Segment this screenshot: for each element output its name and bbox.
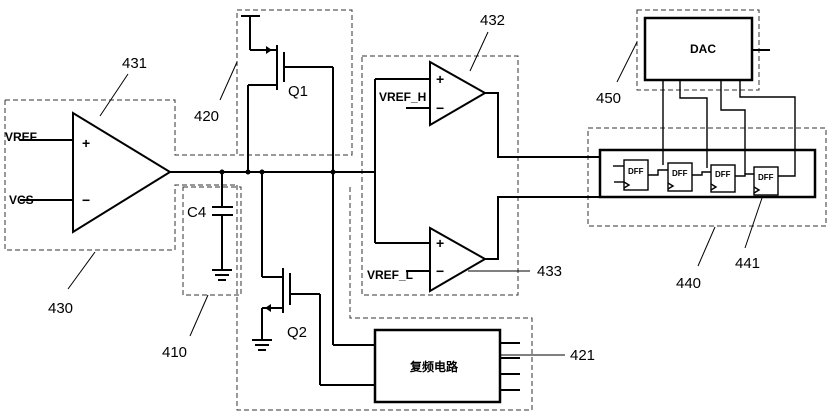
svg-text:DFF: DFF: [628, 167, 644, 176]
dac-bit-4: [739, 80, 796, 177]
dff-4: DFF: [753, 166, 779, 196]
comparator-432: [429, 60, 488, 127]
signal-vref-l: VREF_L: [367, 268, 413, 282]
dac-label: DAC: [690, 42, 716, 56]
comparator-433-minus: −: [436, 263, 444, 279]
wire-433-out: [485, 196, 600, 260]
leader-430: [67, 251, 96, 290]
ref-label-433: 433: [537, 263, 562, 280]
leader-441: [744, 197, 763, 249]
dff-2: DFF: [667, 162, 693, 192]
q1-arrow: [266, 46, 272, 54]
block-410-outline: [182, 186, 242, 296]
dff-3: DFF: [710, 164, 736, 193]
block-432-433-outline: [361, 55, 519, 296]
comparator-431-minus: −: [82, 192, 90, 208]
comparator-432-plus: +: [436, 71, 444, 87]
dac-450: [643, 16, 754, 82]
leader-410: [189, 294, 209, 337]
signal-vcs: VCS: [9, 193, 34, 207]
ref-label-430: 430: [48, 300, 73, 317]
block-420-outline: [236, 9, 353, 156]
signal-vref: VREF: [5, 130, 37, 144]
signal-vref-h: VREF_H: [379, 90, 426, 104]
reset-circuit-421: [373, 328, 502, 404]
ref-label-440: 440: [676, 275, 701, 292]
component-q2: Q2: [287, 324, 307, 341]
block-421-outline: [236, 185, 533, 411]
ref-label-441: 441: [735, 255, 760, 272]
block-430-outline: [5, 99, 237, 156]
ref-label-431: 431: [122, 55, 147, 72]
leader-431: [99, 73, 129, 117]
ref-label-421: 421: [570, 347, 595, 364]
leader-440: [697, 226, 716, 267]
comparator-431-plus: +: [82, 135, 90, 151]
dff-2-to-3: [692, 171, 711, 176]
svg-text:DFF: DFF: [758, 173, 774, 182]
q2-arrow: [265, 304, 271, 312]
comparator-431: [72, 111, 172, 234]
svg-text:DFF: DFF: [715, 170, 731, 179]
dff-1-to-2: [648, 169, 668, 176]
comparator-432-minus: −: [436, 100, 444, 116]
component-q1: Q1: [288, 83, 308, 100]
svg-text:DFF: DFF: [672, 169, 688, 178]
leader-420: [219, 61, 238, 101]
ref-label-420: 420: [194, 108, 219, 125]
dac-bit-3: [720, 80, 746, 174]
reset-circuit-label: 复频电路: [409, 359, 459, 374]
block-430-outline-b: [4, 100, 237, 251]
comparator-433-plus: +: [436, 235, 444, 251]
ref-label-410: 410: [162, 344, 187, 361]
ref-label-450: 450: [596, 90, 621, 107]
comparator-433: [429, 226, 488, 293]
wire-432-out: [485, 92, 600, 158]
leader-432: [469, 31, 489, 72]
dff-3-to-4: [735, 173, 754, 177]
dac-bit-2: [679, 80, 708, 168]
ref-label-432: 432: [480, 12, 505, 29]
leader-450: [616, 41, 638, 83]
component-c4: C4: [187, 204, 206, 221]
